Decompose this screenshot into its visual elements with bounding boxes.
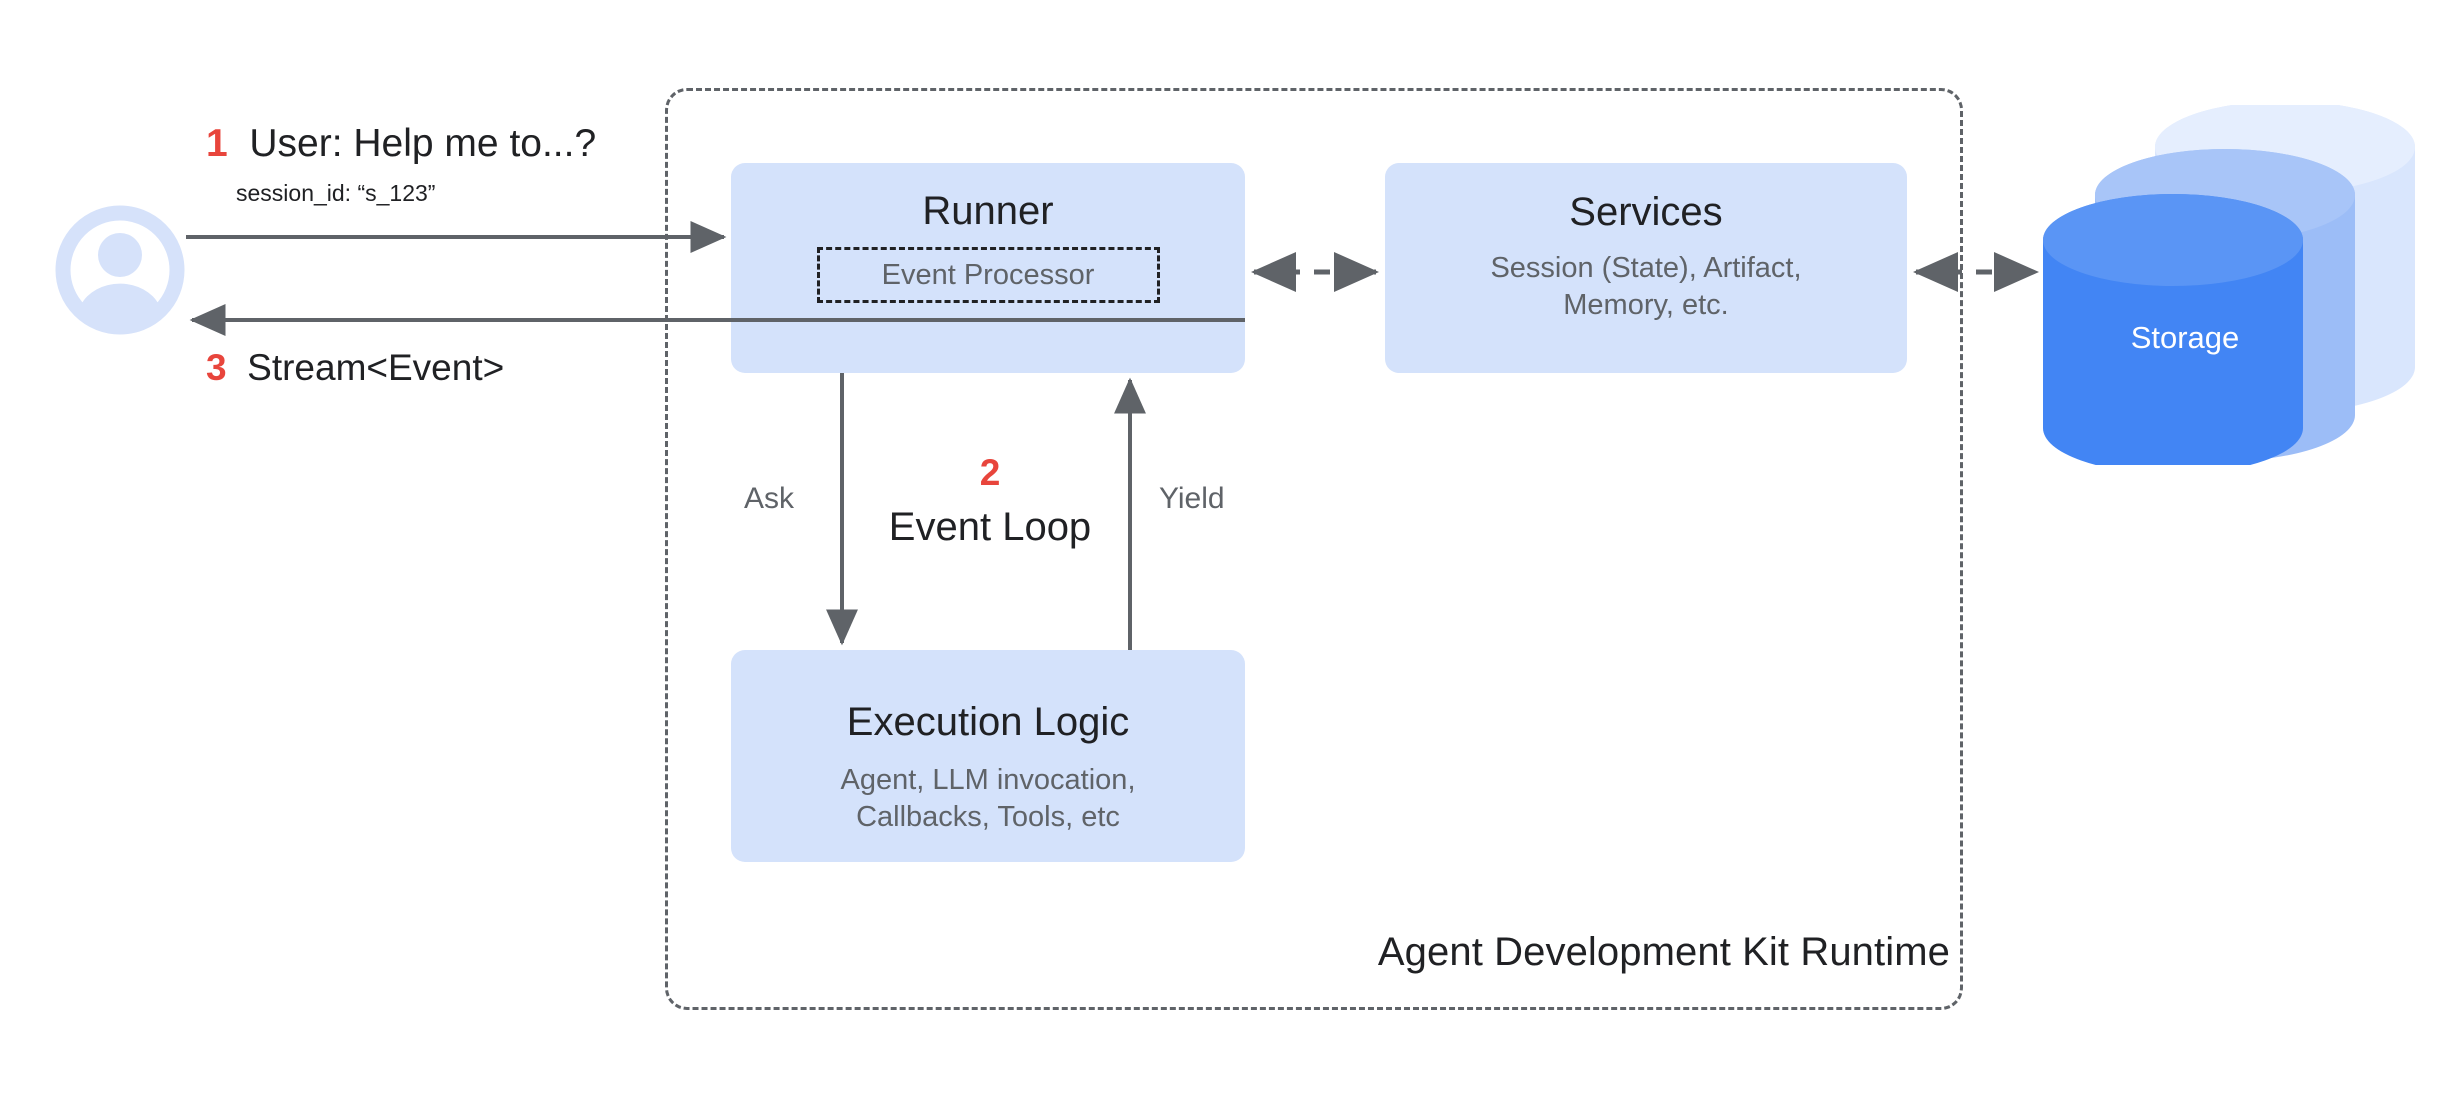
execution-logic-subtitle: Agent, LLM invocation,Callbacks, Tools, … xyxy=(840,764,1136,834)
step-3-number: 3 xyxy=(206,347,227,388)
step-3-text: Stream<Event> xyxy=(247,347,505,388)
runner-title: Runner xyxy=(922,189,1054,233)
step-1-number: 1 xyxy=(206,122,228,165)
ask-edge-label: Ask xyxy=(744,482,795,515)
event-processor-box[interactable]: Event Processor xyxy=(816,247,1160,303)
services-title: Services xyxy=(1569,190,1723,234)
runner-box[interactable]: Runner Event Processor xyxy=(731,163,1245,373)
adk-runtime-boundary xyxy=(665,88,1963,1010)
step-1-session-id: session_id: “s_123” xyxy=(236,180,436,206)
storage-cylinder-front xyxy=(2043,194,2303,474)
storage-label: Storage xyxy=(2130,320,2240,355)
step-2-number: 2 xyxy=(979,452,1001,493)
step-3-message: 3 Stream<Event> xyxy=(206,347,504,389)
storage-cylinder-group xyxy=(2035,101,2435,474)
event-processor-label: Event Processor xyxy=(881,258,1095,291)
services-subtitle: Session (State), Artifact,Memory, etc. xyxy=(1490,252,1802,322)
step-1-text: User: Help me to...? xyxy=(249,122,597,165)
user-avatar-icon xyxy=(55,205,185,335)
services-box[interactable]: Services Session (State), Artifact,Memor… xyxy=(1385,163,1907,373)
step-1-message: 1 User: Help me to...? xyxy=(206,122,596,166)
yield-edge-label: Yield xyxy=(1159,482,1225,515)
execution-logic-box[interactable]: Execution Logic Agent, LLM invocation,Ca… xyxy=(731,650,1245,862)
execution-logic-title: Execution Logic xyxy=(846,700,1130,744)
step-2-text: Event Loop xyxy=(888,505,1092,549)
runtime-title: Agent Development Kit Runtime xyxy=(1377,930,1950,974)
